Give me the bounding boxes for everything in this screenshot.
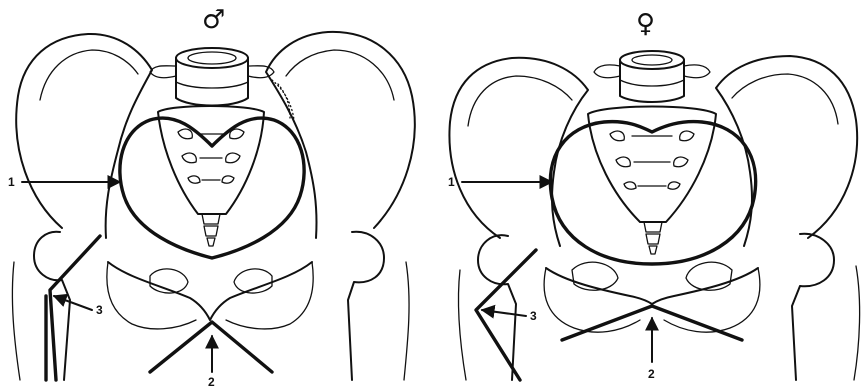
male-symbol: ♂ — [202, 5, 225, 35]
male-sacral-foramina — [178, 129, 244, 183]
female-angle-3-lines — [476, 250, 536, 380]
male-label-3: 3 — [96, 303, 103, 317]
female-right-process — [684, 65, 710, 78]
female-left-iliac-wing — [449, 58, 588, 246]
female-label-3: 3 — [530, 309, 537, 323]
male-pelvic-inlet — [120, 118, 304, 258]
male-right-iliac-inner — [286, 50, 394, 100]
female-pelvic-inlet — [550, 122, 755, 264]
female-vertebra-top — [620, 51, 684, 69]
male-pelvis-panel: ♂ — [8, 5, 415, 389]
male-left-process — [150, 66, 176, 78]
female-right-femur — [792, 234, 834, 380]
female-vertebra-canal — [632, 55, 672, 65]
female-right-femur-shaft — [854, 266, 860, 380]
male-label-1: 1 — [8, 175, 15, 189]
female-sacral-foramina — [610, 131, 694, 189]
female-right-iliac-wing — [716, 56, 857, 246]
male-pubic-outline — [108, 262, 312, 320]
female-arrow-3 — [482, 310, 526, 316]
female-left-iliac-inner — [468, 76, 572, 126]
female-label-2: 2 — [648, 367, 655, 381]
female-left-femur — [478, 235, 516, 380]
female-label-1: 1 — [448, 175, 455, 189]
female-coccyx — [644, 222, 662, 254]
female-left-process — [594, 65, 620, 78]
female-sacrum — [588, 107, 716, 223]
male-sacrum — [158, 106, 264, 214]
male-arrow-3 — [54, 296, 92, 310]
female-left-obturator — [572, 262, 618, 290]
male-left-femur-shaft — [12, 262, 20, 380]
female-left-femur-shaft — [458, 270, 466, 380]
male-ischium-right — [226, 262, 313, 329]
male-right-femur-shaft — [404, 262, 409, 380]
male-vertebra-ring — [176, 82, 248, 88]
female-pelvis-panel: ♀ — [448, 9, 860, 381]
female-ischium-left — [544, 268, 640, 332]
male-right-iliac-wing — [266, 32, 415, 238]
male-right-femur — [348, 232, 384, 380]
male-coccyx — [202, 214, 220, 246]
male-left-iliac-inner — [40, 50, 138, 100]
male-vertebra-canal — [188, 52, 236, 64]
female-ischium-right — [664, 268, 760, 332]
male-right-process — [248, 66, 274, 78]
female-right-obturator — [686, 262, 732, 290]
male-label-2: 2 — [208, 375, 215, 389]
female-right-iliac-inner — [732, 74, 838, 124]
male-angle-3-lines — [46, 236, 100, 380]
male-left-iliac-wing — [16, 34, 152, 238]
female-symbol: ♀ — [636, 9, 655, 39]
male-vertebra-top — [176, 48, 248, 68]
female-vertebra-ring — [620, 80, 684, 86]
